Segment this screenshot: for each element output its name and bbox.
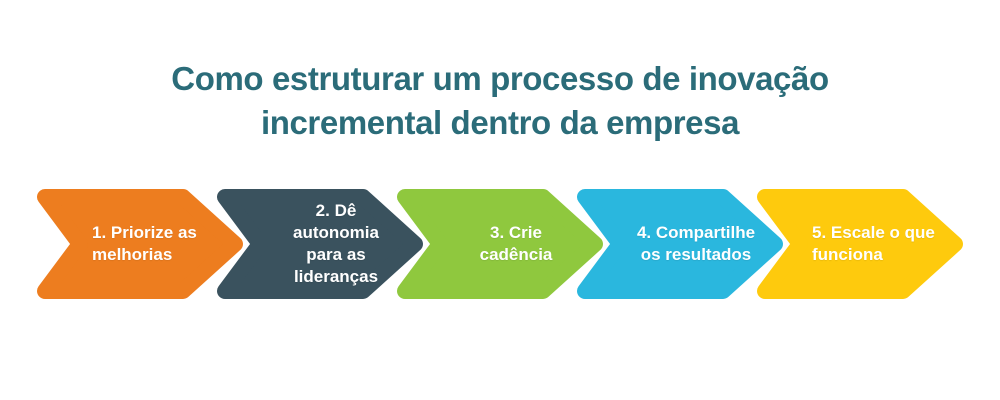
step-2-label: 2. Dê autonomia para as lideranças bbox=[293, 201, 379, 286]
chevron-arrow-icon bbox=[217, 189, 423, 299]
step-5-label: 5. Escale o que funciona bbox=[812, 223, 935, 264]
chevron-arrow-icon bbox=[397, 189, 603, 299]
chevron-arrow-icon bbox=[37, 189, 243, 299]
page-title: Como estruturar um processo de inovação … bbox=[171, 60, 829, 141]
step-5-chevron: 5. Escale o que funciona bbox=[756, 188, 964, 300]
chevron-shape bbox=[757, 189, 963, 299]
step-4-chevron: 4. Compartilhe os resultados bbox=[576, 188, 784, 300]
step-3-chevron: 3. Crie cadência bbox=[396, 188, 604, 300]
chevron-shape bbox=[217, 189, 423, 299]
step-1-label: 1. Priorize as melhorias bbox=[92, 223, 197, 264]
step-4-label: 4. Compartilhe os resultados bbox=[636, 223, 756, 264]
chevron-arrow-icon bbox=[757, 189, 963, 299]
step-2-chevron: 2. Dê autonomia para as lideranças bbox=[216, 188, 424, 300]
chevron-shape bbox=[37, 189, 243, 299]
chevron-arrow-icon bbox=[577, 189, 783, 299]
chevron-shape bbox=[577, 189, 783, 299]
step-1-chevron: 1. Priorize as melhorias bbox=[36, 188, 244, 300]
chevron-shape bbox=[397, 189, 603, 299]
step-3-label: 3. Crie cadência bbox=[479, 223, 553, 264]
